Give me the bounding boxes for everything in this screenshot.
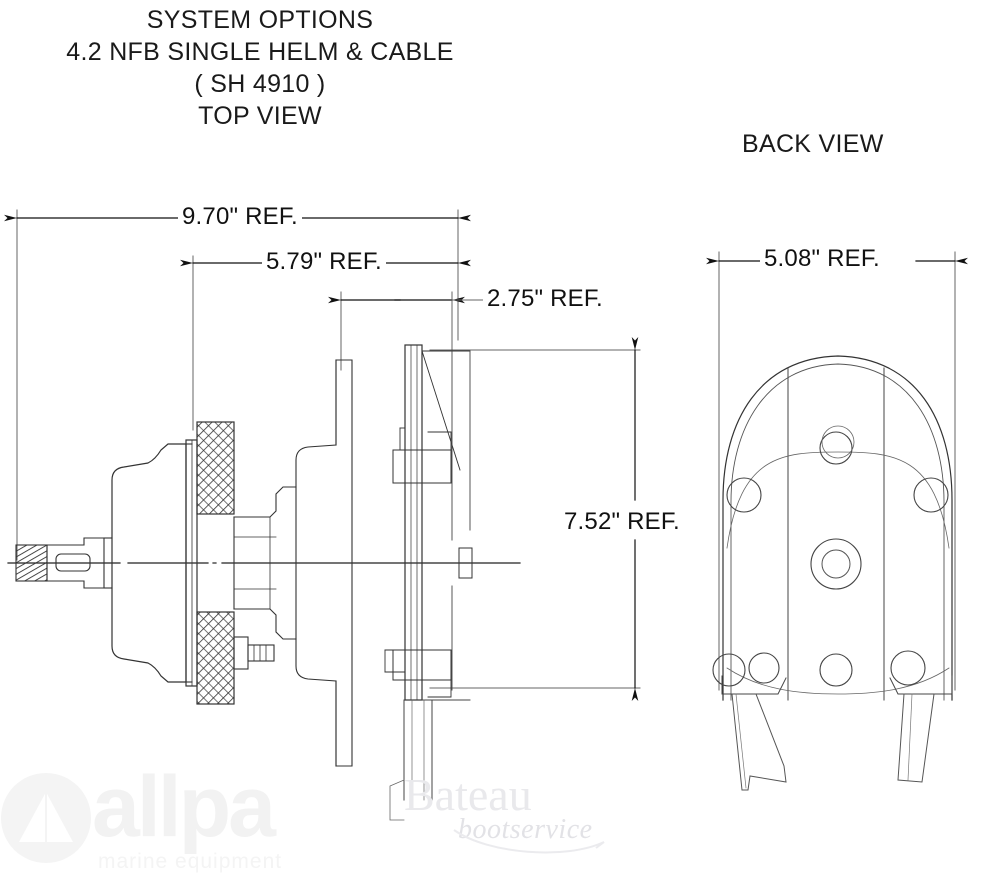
back-view-label: BACK VIEW (742, 130, 884, 158)
bolt-hole-bottom-right (890, 650, 926, 686)
flange-boss-lower (384, 649, 452, 698)
output-shaft-boss (458, 547, 473, 579)
dimension-5-79 (180, 255, 471, 431)
dimension-label-5-08: 5.08" REF. (760, 245, 884, 273)
mounting-flange-plate (404, 344, 471, 701)
bolt-hole-bottom-center (819, 653, 853, 687)
dimension-7-52 (429, 337, 641, 701)
allpa-tagline: marine equipment (98, 850, 283, 873)
bolt-hole-right (913, 477, 949, 513)
back-housing-ribs (787, 367, 885, 701)
dimension-2-75 (328, 291, 487, 371)
dimension-5-08 (706, 251, 968, 691)
cable-tube-left (731, 693, 787, 791)
title-line-1: SYSTEM OPTIONS (146, 6, 374, 34)
dimension-9-70 (4, 209, 471, 561)
title-block: SYSTEM OPTIONS 4.2 NFB SINGLE HELM & CAB… (0, 4, 520, 132)
flange-boss-upper (392, 427, 452, 484)
title-line-4-top-view: TOP VIEW (198, 102, 322, 130)
rear-cover-outline (421, 349, 471, 701)
bateau-tagline: bootservice (458, 814, 593, 845)
center-hub (810, 538, 862, 590)
bolt-hole-left (726, 477, 762, 513)
cable-tube (389, 699, 433, 821)
allpa-logo-icon (1, 773, 91, 863)
dimension-label-9-70: 9.70" REF. (178, 203, 302, 231)
bateau-swoosh-icon (453, 829, 605, 854)
gearbox-body (295, 359, 353, 767)
bateau-watermark: Bateau bootservice (396, 768, 626, 868)
bulkhead-panel-bottom (196, 611, 235, 705)
back-housing-outline (722, 355, 953, 701)
top-view-assembly (7, 344, 521, 821)
threaded-shaft-end (15, 544, 48, 582)
back-view-assembly (712, 355, 953, 791)
allpa-watermark: allpa marine equipment (0, 764, 360, 880)
bolt-hole-bottom-left (712, 652, 780, 687)
dimension-label-2-75: 2.75" REF. (483, 285, 607, 313)
helm-bezel-ring (185, 439, 198, 687)
dimension-label-5-79: 5.79" REF. (262, 248, 386, 276)
mounting-lug-left (721, 675, 787, 695)
gearbox-neck (233, 486, 297, 640)
mounting-bolt-fitting (233, 636, 275, 670)
bulkhead-panel-top (196, 421, 235, 515)
dimension-label-7-52: 7.52" REF. (560, 508, 684, 536)
title-line-3: ( SH 4910 ) (194, 70, 326, 98)
allpa-wordmark: allpa (92, 759, 276, 855)
bolt-circle-arc (726, 451, 950, 695)
title-line-2: 4.2 NFB SINGLE HELM & CABLE (66, 38, 454, 66)
bateau-wordmark: Bateau (404, 769, 532, 820)
mounting-lug-right (889, 675, 953, 695)
cable-tube-right (897, 693, 935, 783)
helm-shaft (46, 537, 113, 589)
bolt-hole-top (819, 425, 855, 465)
